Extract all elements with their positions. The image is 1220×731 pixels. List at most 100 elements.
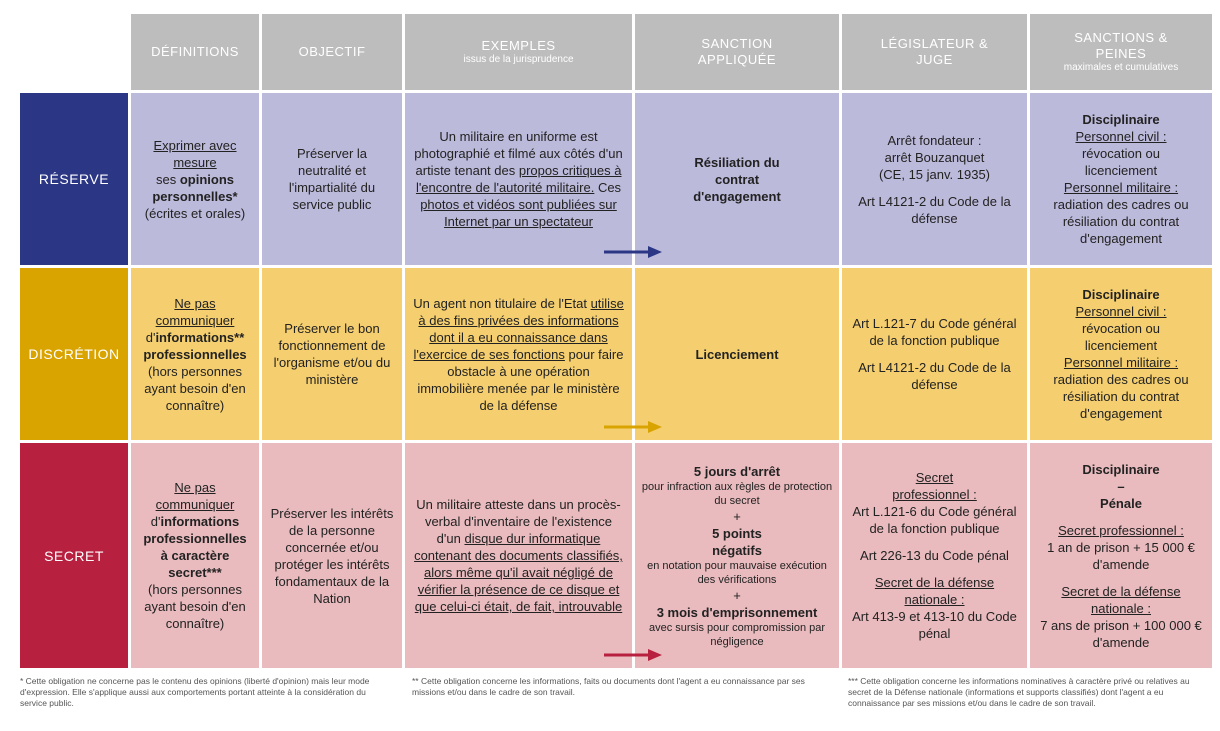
discretion-def-3: informations** professionnelles (143, 329, 247, 362)
row-label-reserve: RÉSERVE (20, 93, 128, 265)
discretion-legislateur: Art L.121-7 du Code général de la foncti… (842, 268, 1027, 440)
secret-pen-4: Secret professionnel : (1058, 522, 1184, 538)
secret-def-1: Ne pas communiquer (155, 480, 235, 512)
header-definitions: DÉFINITIONS (131, 14, 259, 90)
reserve-sanction: Résiliation du contrat d'engagement (635, 93, 839, 265)
secret-objectif: Préserver les intérêts de la personne co… (262, 443, 402, 668)
secret-leg-2: Art L.121-6 du Code général de la foncti… (852, 504, 1017, 536)
secret-def-4: (hors personnes ayant besoin d'en connaî… (144, 582, 246, 631)
corner-blank (20, 14, 128, 90)
reserve-definition: Exprimer avec mesure ses opinions person… (131, 93, 259, 265)
secret-peines: Disciplinaire – Pénale Secret profession… (1030, 443, 1212, 668)
header-objectif-label: OBJECTIF (298, 44, 366, 59)
secret-sanction-6: avec sursis pour compromission par négli… (648, 621, 826, 648)
discretion-objectif-text: Préserver le bon fonctionnement de l'org… (273, 321, 391, 387)
reserve-def-block: Exprimer avec mesure ses opinions person… (139, 137, 251, 222)
header-exemples-sub: issus de la jurisprudence (463, 54, 574, 65)
secret-sanction-5: 3 mois d'emprisonnement (656, 604, 818, 620)
arrow-right-icon (604, 649, 662, 661)
secret-sanction: 5 jours d'arrêt pour infraction aux règl… (635, 443, 839, 668)
reserve-def-1: Exprimer avec mesure (153, 137, 237, 170)
secret-sanction-3: 5 points négatifs (712, 525, 762, 558)
reserve-ex-1: Un militaire en uniforme est photographi… (414, 129, 623, 178)
secret-pen-1: Disciplinaire (1082, 461, 1160, 477)
reserve-ex-block: Un militaire en uniforme est photographi… (413, 128, 624, 230)
reserve-exemple: Un militaire en uniforme est photographi… (405, 93, 662, 265)
secret-label-text: SECRET (44, 547, 104, 564)
secret-legislateur: Secret professionnel : Art L.121-6 du Co… (842, 443, 1027, 668)
header-sanctions-peines-sub: maximales et cumulatives (1063, 62, 1179, 73)
secret-ex-1: Un militaire atteste dans un procès-verb… (416, 497, 621, 546)
reserve-ex-3: Ces (594, 180, 622, 195)
reserve-ex-2: propos critiques à l'encontre de l'autor… (415, 163, 622, 195)
discretion-ex-block: Un agent non titulaire de l'Etat utilise… (413, 295, 624, 414)
discretion-sanction-text: Licenciement (695, 346, 779, 362)
discretion-def-block: Ne pas communiquer d'informations** prof… (139, 295, 251, 414)
arrow-right-icon (604, 421, 662, 433)
header-sanction-label: SANCTION APPLIQUÉE (697, 36, 777, 67)
reserve-objectif-text: Préserver la neutralité et l'impartialit… (288, 146, 376, 212)
reserve-pen-title: Disciplinaire (1082, 112, 1160, 127)
secret-definition: Ne pas communiquer d'informations profes… (131, 443, 259, 668)
footnote-2: ** Cette obligation concerne les informa… (412, 676, 805, 697)
header-exemples-label: EXEMPLES (481, 38, 556, 53)
secret-def-2: d' (150, 514, 161, 529)
arrow-right-icon (604, 246, 662, 258)
reserve-objectif: Préserver la neutralité et l'impartialit… (262, 93, 402, 265)
header-sanction: SANCTION APPLIQUÉE (635, 14, 839, 90)
discretion-sanction: Licenciement (635, 268, 839, 440)
secret-pen-2: – (1117, 478, 1125, 494)
discretion-pen-civ: révocation ou licenciement (1081, 321, 1161, 353)
header-objectif: OBJECTIF (262, 14, 402, 90)
discretion-pen-title: Disciplinaire (1082, 287, 1160, 302)
discretion-label-text: DISCRÉTION (28, 346, 120, 362)
secret-sanction-1: 5 jours d'arrêt (693, 463, 781, 479)
header-sanctions-peines: SANCTIONS & PEINES maximales et cumulati… (1030, 14, 1212, 90)
secret-pen-3: Pénale (1100, 495, 1142, 511)
secret-leg-5: Art 413-9 et 413-10 du Code pénal (852, 609, 1017, 641)
header-legislateur: LÉGISLATEUR & JUGE (842, 14, 1027, 90)
reserve-sanction-text: Résiliation du contrat d'engagement (693, 154, 781, 204)
secret-ex-2: disque dur informatique contenant des do… (414, 531, 623, 614)
reserve-ex-4: photos et vidéos sont publiées sur Inter… (420, 197, 617, 229)
discretion-definition: Ne pas communiquer d'informations** prof… (131, 268, 259, 440)
discretion-peines: Disciplinaire Personnel civil : révocati… (1030, 268, 1212, 440)
secret-def-3: informations professionnelles à caractèr… (143, 514, 247, 580)
secret-pen-7: 7 ans de prison + 100 000 € d'amende (1040, 617, 1202, 650)
secret-sanction-plus-2: + (733, 587, 741, 603)
header-exemples: EXEMPLES issus de la jurisprudence (405, 14, 632, 90)
secret-pen-5: 1 an de prison + 15 000 € d'amende (1047, 539, 1195, 572)
discretion-pen-mil: radiation des cadres ou résiliation du c… (1053, 372, 1189, 421)
discretion-leg-1: Art L.121-7 du Code général de la foncti… (852, 316, 1017, 348)
reserve-label-text: RÉSERVE (38, 171, 110, 187)
discretion-objectif: Préserver le bon fonctionnement de l'org… (262, 268, 402, 440)
row-label-discretion: DISCRÉTION (20, 268, 128, 440)
secret-def-block: Ne pas communiquer d'informations profes… (139, 479, 251, 632)
reserve-pen-mil: radiation des cadres ou résiliation du c… (1053, 197, 1189, 246)
discretion-pen-civ-label: Personnel civil : (1075, 304, 1167, 319)
secret-sanction-4: en notation pour mauvaise exécution des … (647, 559, 827, 586)
reserve-pen-mil-label: Personnel militaire : (1063, 180, 1179, 195)
discretion-leg-2: Art L4121-2 du Code de la défense (858, 360, 1011, 392)
reserve-pen-civ-label: Personnel civil : (1075, 129, 1167, 144)
discretion-ex-2: utilise à des fins privées des informati… (413, 295, 624, 362)
footnote-1: * Cette obligation ne concerne pas le co… (20, 676, 370, 708)
discretion-def-1: Ne pas communiquer (155, 295, 235, 328)
header-definitions-label: DÉFINITIONS (151, 44, 239, 59)
secret-leg-3: Art 226-13 du Code pénal (860, 548, 1009, 563)
reserve-leg-1: Arrêt fondateur : arrêt Bouzanquet (CE, … (878, 132, 991, 182)
discretion-ex-1: Un agent non titulaire de l'Etat (413, 295, 591, 311)
obligations-table: DÉFINITIONS OBJECTIF EXEMPLES issus de l… (20, 14, 1212, 668)
discretion-ex-3: pour faire obstacle à une opération immo… (417, 346, 624, 413)
secret-sanction-plus-1: + (733, 508, 741, 524)
reserve-legislateur: Arrêt fondateur : arrêt Bouzanquet (CE, … (842, 93, 1027, 265)
discretion-def-2: d' (145, 329, 156, 345)
discretion-exemple: Un agent non titulaire de l'Etat utilise… (405, 268, 662, 440)
secret-exemple: Un militaire atteste dans un procès-verb… (405, 443, 662, 668)
footnote-3: *** Cette obligation concerne les inform… (848, 676, 1190, 708)
discretion-pen-mil-label: Personnel militaire : (1063, 355, 1179, 370)
reserve-pen-civ: révocation ou licenciement (1081, 146, 1161, 178)
secret-leg-1: Secret professionnel : (892, 470, 977, 502)
discretion-def-4: (hors personnes ayant besoin d'en connaî… (144, 363, 246, 413)
secret-sanction-2: pour infraction aux règles de protection… (641, 480, 833, 507)
